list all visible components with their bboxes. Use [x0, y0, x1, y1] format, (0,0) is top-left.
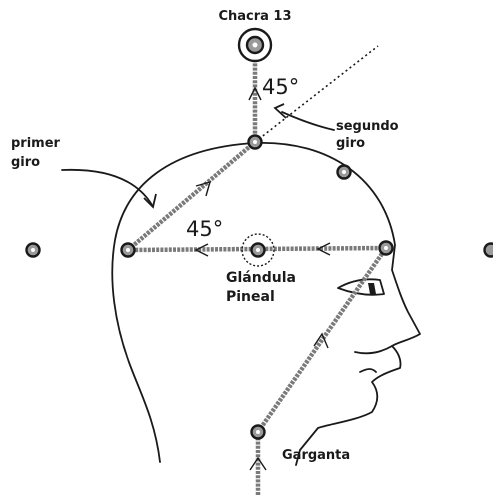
back-head-point-center — [126, 248, 130, 252]
arrow-left-icon — [318, 243, 330, 255]
arrow-icon — [275, 104, 286, 118]
angle-top-label: 45° — [262, 75, 299, 99]
first-turn-arrow — [62, 170, 152, 205]
eye-pupil — [368, 283, 376, 294]
forehead-point-center — [384, 246, 388, 250]
pineal-point-center — [256, 248, 260, 252]
first-turn-label-line2: giro — [11, 155, 40, 170]
throat-point-center — [256, 430, 260, 434]
first-turn-label-line1: primer — [11, 136, 61, 151]
throat-label: Garganta — [282, 448, 350, 463]
second-turn-arrow — [282, 112, 334, 130]
chakra-13-label: Chacra 13 — [218, 9, 291, 24]
arrow-left-icon — [196, 244, 208, 256]
left-outer-point-center — [31, 248, 35, 252]
second-turn-label-line2: giro — [336, 136, 365, 151]
pineal-label-line1: Glándula — [226, 270, 296, 286]
crown-point-center — [253, 140, 257, 144]
right-outer-point — [485, 244, 493, 257]
right-crown-point-center — [342, 170, 346, 174]
angle-mid-label: 45° — [186, 217, 223, 241]
lips-outline — [355, 346, 392, 372]
chakra-13-center — [253, 43, 258, 48]
second-turn-label-line1: segundo — [336, 119, 399, 134]
pineal-label-line2: Pineal — [226, 289, 275, 305]
